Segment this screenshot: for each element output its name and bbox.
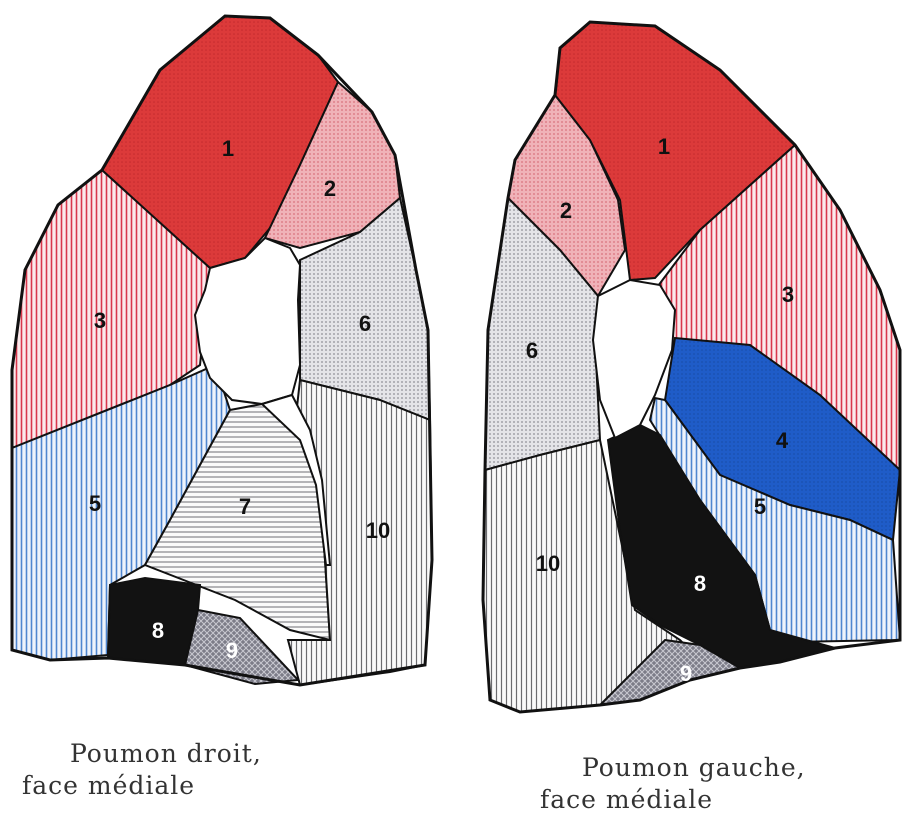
- left-lung-label-5: 5: [754, 494, 766, 519]
- left-lung-label-2: 2: [560, 198, 572, 223]
- right-lung-caption: Poumon droit, face médiale: [22, 738, 262, 802]
- right-lung-caption-line2: face médiale: [22, 771, 195, 800]
- left-lung-label-6: 6: [526, 338, 538, 363]
- left-lung-label-10: 10: [536, 551, 560, 576]
- right-lung-caption-line1: Poumon droit,: [22, 738, 262, 770]
- right-lung-label-7: 7: [239, 494, 251, 519]
- left-lung-label-1: 1: [658, 134, 670, 159]
- left-lung-label-4: 4: [776, 428, 789, 453]
- right-lung-label-9: 9: [226, 638, 238, 663]
- left-lung-caption-line2: face médiale: [540, 785, 713, 814]
- left-lung-label-8: 8: [694, 571, 706, 596]
- left-lung-label-9: 9: [680, 661, 692, 686]
- left-lung-caption: Poumon gauche, face médiale: [540, 752, 806, 816]
- right-lung-label-3: 3: [94, 308, 106, 333]
- right-lung-label-1: 1: [222, 136, 234, 161]
- right-lung-label-6: 6: [359, 311, 371, 336]
- right-lung-label-2: 2: [324, 176, 336, 201]
- left-lung-label-3: 3: [782, 282, 794, 307]
- right-lung-label-10: 10: [366, 518, 390, 543]
- right-lung-label-5: 5: [89, 491, 101, 516]
- left-lung-caption-line1: Poumon gauche,: [540, 752, 806, 784]
- right-lung-label-8: 8: [152, 618, 164, 643]
- left-lung: 1 2 3 4 5 6 8 9 10: [483, 22, 900, 712]
- right-lung: 1 2 3 5 6 7 8 9 10: [12, 16, 432, 685]
